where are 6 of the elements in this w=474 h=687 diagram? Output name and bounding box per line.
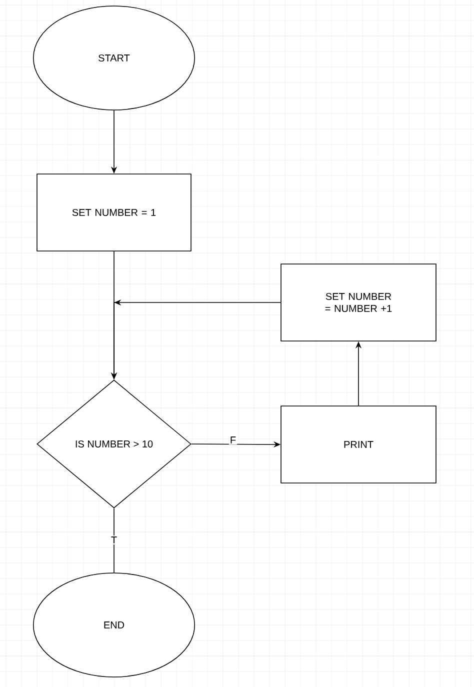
- process-box: SET NUMBER = NUMBER +1: [280, 264, 436, 342]
- node-label: END: [104, 622, 124, 628]
- process-box: SET NUMBER = 1: [36, 174, 192, 252]
- edge-label: T: [111, 536, 117, 544]
- process-box: PRINT: [280, 406, 436, 484]
- edge-label: F: [230, 436, 236, 444]
